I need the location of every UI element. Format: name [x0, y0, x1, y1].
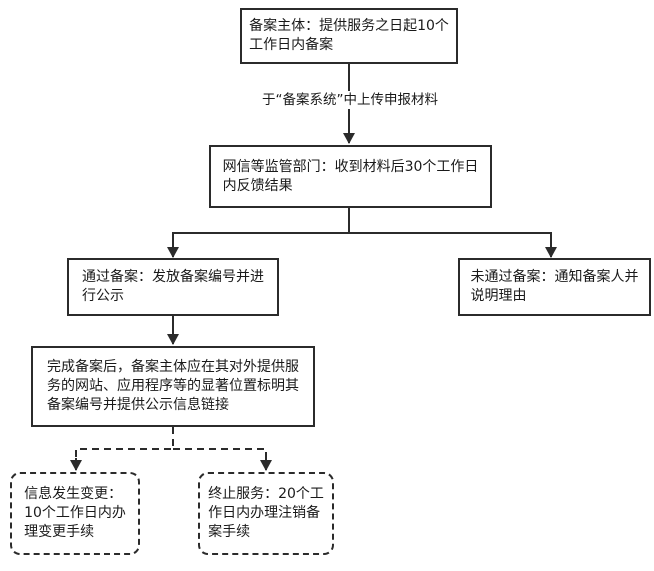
node-filing-complete-text: 完成备案后，备案主体应在其对外提供服 务的网站、应用程序等的显著位置标明其 备案…	[47, 359, 299, 413]
node-info-change-text: 信息发生变更： 10个工作日内办 理变更手续	[24, 486, 126, 540]
node-filing-entity: 备案主体：提供服务之日起10个 工作日内备案	[240, 8, 458, 64]
node-regulator-text: 网信等监管部门：收到材料后30个工作日 内反馈结果	[222, 158, 479, 194]
node-filing-failed-text: 未通过备案：通知备案人并 说明理由	[470, 269, 639, 304]
node-regulator: 网信等监管部门：收到材料后30个工作日 内反馈结果	[209, 145, 492, 208]
node-filing-passed-text: 通过备案：发放备案编号并进 行公示	[82, 269, 264, 304]
node-terminate-service: 终止服务：20个工 作日内办理注销备 案手续	[198, 472, 334, 555]
node-filing-entity-text: 备案主体：提供服务之日起10个 工作日内备案	[249, 18, 449, 53]
node-filing-passed: 通过备案：发放备案编号并进 行公示	[67, 258, 279, 316]
arrow-regulator-to-outcomes	[172, 208, 552, 256]
node-filing-complete: 完成备案后，备案主体应在其对外提供服 务的网站、应用程序等的显著位置标明其 备案…	[31, 346, 315, 427]
edge-label-upload: 于“备案系统”中上传申报材料	[260, 91, 440, 109]
dashed-arrow-complete-to-followups	[75, 427, 267, 464]
node-terminate-service-text: 终止服务：20个工 作日内办理注销备 案手续	[208, 486, 324, 540]
node-info-change: 信息发生变更： 10个工作日内办 理变更手续	[10, 472, 140, 555]
node-filing-failed: 未通过备案：通知备案人并 说明理由	[458, 258, 651, 316]
